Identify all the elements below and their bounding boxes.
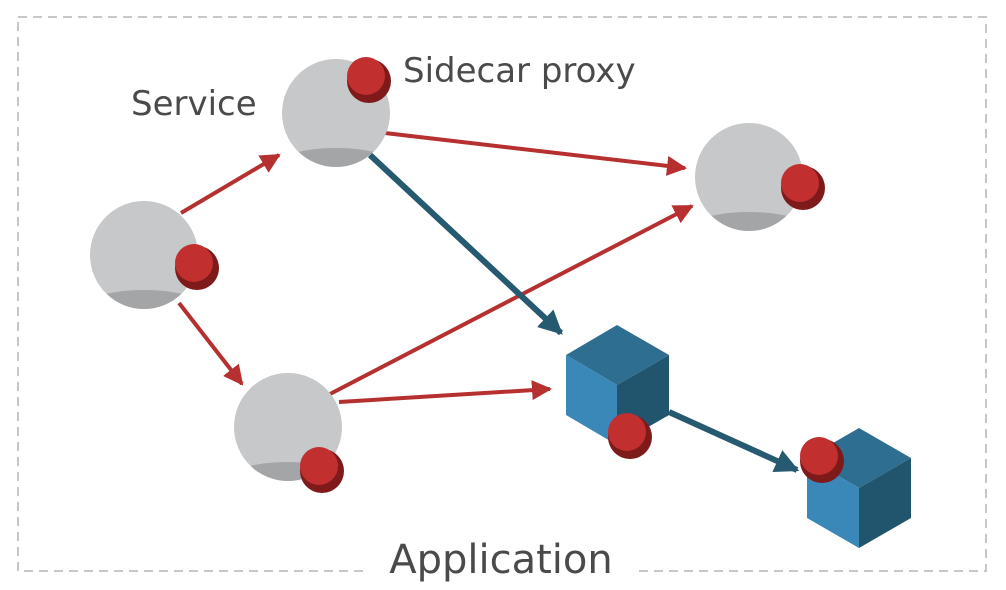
service-node: [282, 57, 391, 167]
sidecar-proxy: [175, 244, 219, 290]
call-arrow: [338, 380, 552, 404]
cube-service-node: [566, 325, 669, 459]
internal-arrow: [667, 409, 800, 473]
sidecar-proxy: [608, 413, 652, 459]
call-arrow: [177, 301, 244, 386]
application-label: Application: [366, 540, 636, 584]
cube-service-node: [800, 428, 911, 548]
sidecar-proxy: [300, 447, 344, 493]
internal-arrow: [367, 152, 564, 336]
internal-arrows: [367, 152, 800, 473]
service-node: [695, 123, 825, 231]
service-call-arrows: [177, 131, 694, 404]
service-label: Service: [131, 84, 257, 124]
sidecar-proxy: [800, 437, 844, 483]
sidecar-proxy: [347, 57, 391, 103]
call-arrow: [329, 204, 694, 396]
sidecar-proxy-label: Sidecar proxy: [403, 51, 636, 91]
service-node: [234, 373, 344, 493]
application-boundary: [17, 16, 987, 572]
call-arrow: [179, 153, 281, 215]
call-arrow: [384, 131, 687, 176]
sidecar-proxy: [781, 164, 825, 210]
